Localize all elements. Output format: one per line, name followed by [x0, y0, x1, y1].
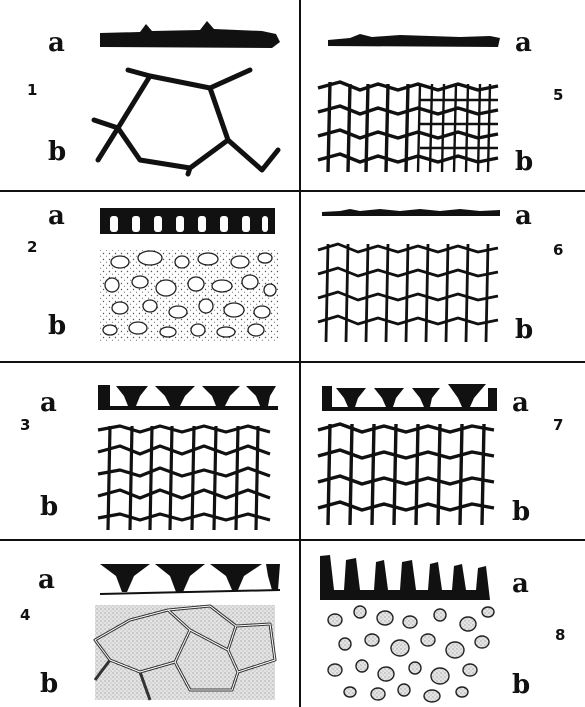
- panel-2-surface-pores: [100, 250, 278, 342]
- panel-3-cross-section: [98, 385, 278, 410]
- panel-5: a 5 b: [318, 28, 563, 177]
- panel-2-surface-label: b: [48, 311, 66, 341]
- panel-7-surface-label: b: [512, 497, 530, 527]
- panel-2-section-label: a: [48, 201, 65, 231]
- panel-8-surface-granules: [328, 606, 494, 702]
- panel-2-cross-section: [100, 208, 275, 234]
- panel-3: a 3 b: [20, 385, 278, 530]
- panel-6-surface-label: b: [515, 315, 533, 345]
- panel-1-cross-section: [100, 21, 280, 48]
- panel-3-surface-label: b: [40, 492, 58, 522]
- panel-6-surface-network: [318, 244, 498, 342]
- panel-1-section-label: a: [48, 28, 65, 58]
- panel-4-surface-label: b: [40, 669, 58, 699]
- panel-4: a 4 b: [20, 564, 280, 700]
- panel-6-cross-section: [322, 209, 500, 216]
- panel-5-surface-network: [318, 82, 498, 172]
- panel-6: a 6 b: [318, 201, 563, 345]
- panel-1-number: 1: [27, 81, 37, 99]
- panel-7-cross-section: [322, 384, 497, 411]
- panel-7-number: 7: [553, 416, 563, 434]
- panel-5-section-label: a: [515, 28, 532, 58]
- panel-7-surface-network: [318, 424, 494, 525]
- panel-5-number: 5: [553, 86, 563, 104]
- panel-6-section-label: a: [515, 201, 532, 231]
- panel-2: a 2 b: [27, 201, 278, 342]
- panel-3-number: 3: [20, 416, 30, 434]
- panel-6-number: 6: [553, 241, 563, 259]
- panel-4-cross-section: [100, 564, 280, 594]
- panel-3-surface-network: [98, 426, 270, 530]
- panel-8-surface-label: b: [512, 670, 530, 700]
- panel-3-section-label: a: [40, 388, 57, 418]
- panel-4-number: 4: [20, 606, 30, 624]
- panel-8-section-label: a: [512, 569, 529, 599]
- panel-5-cross-section: [328, 34, 500, 47]
- panel-8: a 8 b: [320, 555, 565, 702]
- panel-8-number: 8: [555, 626, 565, 644]
- panel-2-number: 2: [27, 238, 37, 256]
- panel-8-cross-section: [320, 555, 490, 600]
- panel-7: a 7 b: [318, 384, 563, 527]
- panel-7-section-label: a: [512, 388, 529, 418]
- panel-1-surface-network: [94, 70, 278, 174]
- panel-1: a 1 b: [27, 21, 280, 174]
- panel-5-surface-label: b: [515, 147, 533, 177]
- panel-1-surface-label: b: [48, 137, 66, 167]
- panel-4-surface-cells: [95, 605, 275, 700]
- panel-4-section-label: a: [38, 565, 55, 595]
